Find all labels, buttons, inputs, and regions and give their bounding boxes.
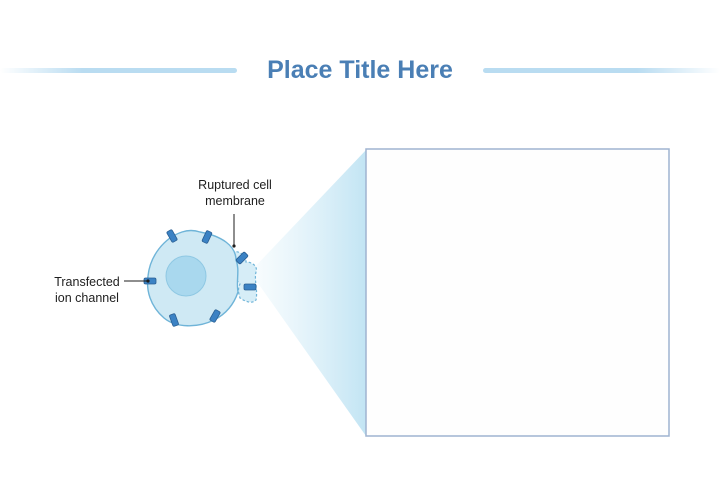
title-rule-right bbox=[483, 68, 720, 73]
ion-channel bbox=[243, 283, 257, 291]
page-title: Place Title Here bbox=[267, 56, 453, 84]
ion-channel bbox=[201, 230, 213, 244]
zoom-wedge bbox=[250, 150, 366, 436]
ion-channel bbox=[235, 251, 249, 265]
ion-channel-label-line1: Transfected bbox=[54, 275, 120, 289]
ion-channel bbox=[166, 229, 178, 243]
ion-channel bbox=[169, 313, 179, 327]
membrane-leader-dot bbox=[232, 244, 236, 248]
ruptured-membrane-label-line2: membrane bbox=[205, 194, 265, 208]
nucleus bbox=[165, 255, 207, 297]
ruptured-membrane-label: Ruptured cell membrane bbox=[180, 177, 290, 209]
ion-channel-label: Transfected ion channel bbox=[34, 274, 140, 306]
ruptured-membrane-label-line1: Ruptured cell bbox=[198, 178, 272, 192]
channel-leader-dot bbox=[146, 279, 150, 283]
zoom-frame bbox=[365, 148, 670, 437]
title-rule-left bbox=[0, 68, 237, 73]
ion-channel-label-line2: ion channel bbox=[55, 291, 119, 305]
ion-channel bbox=[209, 309, 221, 323]
